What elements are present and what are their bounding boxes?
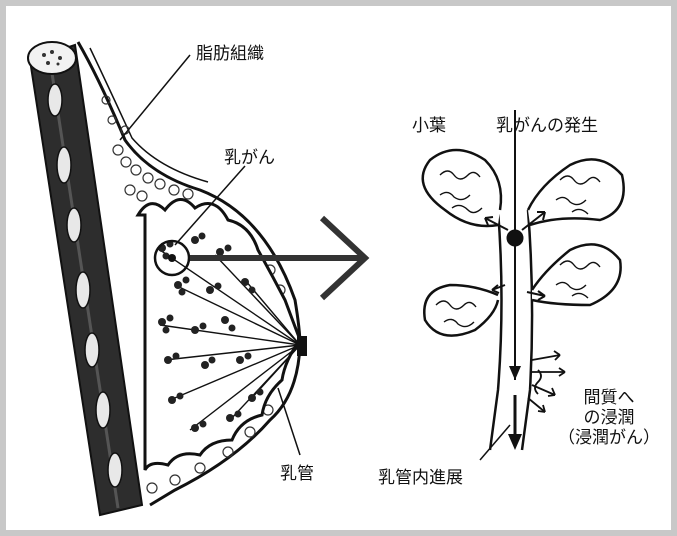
intraductal-leader (480, 425, 510, 460)
lobule-lower-left (424, 285, 498, 336)
nipple (297, 336, 307, 356)
lobule-upper-left (423, 150, 501, 226)
breast-cross-section (28, 42, 307, 515)
label-invasion-line2: の浸潤 (554, 408, 664, 428)
label-invasion-line3: （浸潤がん） (554, 428, 664, 448)
label-breast-cancer: 乳がん (224, 148, 275, 168)
label-intraductal-spread: 乳管内進展 (378, 468, 463, 488)
skin-inner (90, 48, 208, 182)
label-fat-tissue: 脂肪組織 (196, 44, 264, 64)
label-lactiferous-duct: 乳管 (280, 464, 314, 484)
label-lobule: 小葉 (412, 116, 446, 136)
label-invasion-line1: 間質へ (554, 388, 664, 408)
fat-tissue-leader (120, 55, 190, 140)
gland-boundary (138, 199, 300, 470)
breast-cancer-illustration (6, 6, 671, 530)
label-cancer-origin: 乳がんの発生 (496, 116, 598, 136)
lobule-lower-right (532, 244, 621, 305)
label-stromal-invasion: 間質へ の浸潤 （浸潤がん） (554, 388, 664, 448)
rib-section (28, 42, 76, 74)
duct-leader (278, 388, 300, 455)
